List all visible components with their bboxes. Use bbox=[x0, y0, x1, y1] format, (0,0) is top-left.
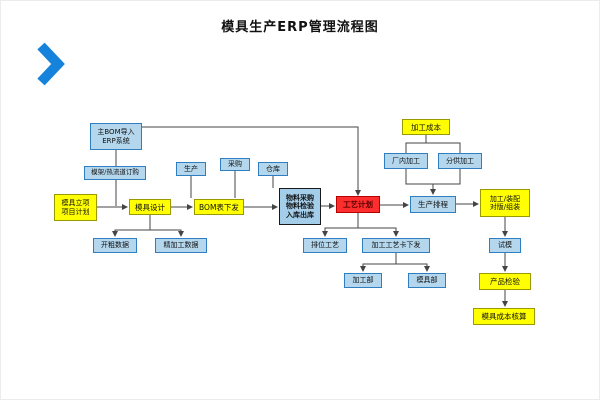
inhouse-processing-node: 厂内加工 bbox=[384, 153, 428, 169]
connector-line bbox=[142, 126, 361, 196]
connector-line bbox=[112, 215, 151, 237]
assembly-fitting-node: 加工/装配 对版/组装 bbox=[480, 189, 530, 217]
material-purchase-inspect-node: 物料采购 物料检验 入库出库 bbox=[279, 188, 321, 225]
roughing-data-node: 开粗数据 bbox=[93, 238, 137, 253]
process-plan-node: 工艺计划 bbox=[336, 196, 380, 213]
processing-dept-node: 加工部 bbox=[344, 273, 382, 288]
mold-trial-node: 试模 bbox=[489, 238, 521, 253]
connector-line bbox=[322, 213, 359, 237]
mold-project-plan-node: 模具立项 项目计划 bbox=[54, 194, 97, 221]
finishing-data-node: 精加工数据 bbox=[155, 238, 207, 253]
warehouse-node: 仓库 bbox=[258, 162, 288, 176]
page-title: 模具生产ERP管理流程图 bbox=[221, 20, 379, 35]
connector-line bbox=[396, 263, 430, 272]
mold-dept-node: 模具部 bbox=[408, 273, 446, 288]
processing-cost-node: 加工成本 bbox=[402, 119, 450, 135]
moldbase-hotrunner-order-node: 模架/热流道订购 bbox=[84, 166, 146, 180]
connector-line bbox=[358, 227, 399, 237]
outsourced-processing-node: 分供加工 bbox=[438, 153, 482, 169]
main-bom-import-node: 主BOM导入 ERP系统 bbox=[90, 123, 142, 150]
production-schedule-node: 生产排程 bbox=[410, 196, 456, 213]
connector-line bbox=[150, 229, 184, 237]
mold-cost-accounting-node: 模具成本核算 bbox=[473, 308, 535, 325]
product-inspection-node: 产品检验 bbox=[479, 273, 531, 290]
production-node: 生产 bbox=[176, 162, 206, 176]
layout-process-node: 排位工艺 bbox=[303, 238, 347, 253]
purchasing-node: 采购 bbox=[220, 158, 250, 171]
connector-line bbox=[360, 253, 397, 272]
chevron-right-icon bbox=[37, 42, 65, 86]
process-card-release-node: 加工工艺卡下发 bbox=[362, 238, 430, 253]
mold-design-node: 模具设计 bbox=[129, 199, 171, 215]
connector-line bbox=[405, 142, 461, 153]
bom-release-node: BOM表下发 bbox=[194, 199, 244, 215]
